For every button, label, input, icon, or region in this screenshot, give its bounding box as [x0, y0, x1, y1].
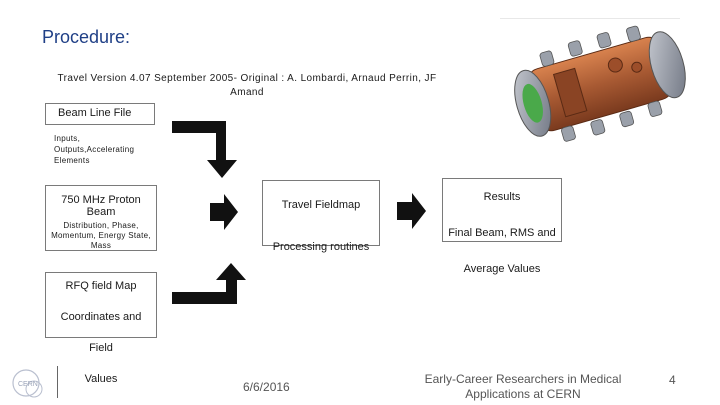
rfq-line: Values	[84, 373, 118, 385]
beam-detail-line: Elements	[54, 156, 90, 165]
proton-title-line: 750 MHz Proton	[61, 194, 141, 206]
cern-logo-text: CERN	[18, 381, 38, 388]
beam-line-file-label: Beam Line File	[58, 107, 132, 119]
fieldmap-line: Processing routines	[272, 241, 370, 253]
rfq-line: Field	[89, 342, 113, 354]
proton-detail-line: Mass	[90, 241, 112, 250]
cern-logo: CERN	[12, 369, 43, 398]
beam-detail-line: Outputs,Accelerating	[54, 145, 135, 154]
beam-line-details: Inputs, Outputs,Accelerating Elements	[54, 133, 174, 166]
proton-title-line: Beam	[86, 206, 116, 218]
results-box: Results Final Beam, RMS and Average Valu…	[442, 178, 562, 275]
footer-event-line: Early-Career Researchers in Medical	[424, 372, 622, 386]
footer-date: 6/6/2016	[243, 380, 290, 394]
rfq-line: Coordinates and	[60, 311, 142, 323]
fieldmap-label: Travel Fieldmap Processing routines	[263, 199, 379, 253]
footer-event-line: Applications at CERN	[465, 387, 581, 401]
proton-beam-title: 750 MHz Proton Beam	[46, 194, 156, 218]
proton-beam-details: Distribution, Phase, Momentum, Energy St…	[46, 221, 156, 251]
accelerator-structure-image	[514, 25, 686, 142]
slide-title: Procedure:	[42, 27, 131, 47]
bent-arrow-down-icon	[172, 121, 237, 178]
arrow-right-icon	[397, 193, 426, 229]
results-line: Average Values	[463, 263, 541, 275]
fieldmap-processing-box: Travel Fieldmap Processing routines	[262, 180, 380, 253]
rfq-field-map-box: RFQ field Map Coordinates and Field Valu…	[45, 272, 157, 385]
results-line: Results	[483, 191, 521, 203]
bent-arrow-up-icon	[172, 263, 246, 304]
proton-detail-line: Distribution, Phase,	[63, 221, 139, 230]
beam-detail-line: Inputs,	[54, 134, 81, 143]
footer-divider	[57, 366, 58, 398]
results-label: Results Final Beam, RMS and Average Valu…	[443, 191, 561, 275]
rfq-label: RFQ field Map Coordinates and Field Valu…	[46, 280, 156, 385]
slide-subtitle: Travel Version 4.07 September 2005- Orig…	[57, 73, 437, 98]
results-line: Final Beam, RMS and	[448, 227, 556, 239]
beam-line-file-box: Beam Line File	[45, 103, 155, 125]
rfq-line: RFQ field Map	[65, 280, 137, 292]
fieldmap-line: Travel Fieldmap	[281, 199, 361, 211]
arrow-right-icon	[210, 194, 238, 230]
top-divider-line	[500, 18, 680, 19]
footer-event: Early-Career Researchers in Medical Appl…	[418, 372, 628, 402]
proton-detail-line: Momentum, Energy State,	[51, 231, 151, 240]
page-number: 4	[669, 373, 676, 387]
proton-beam-box: 750 MHz Proton Beam Distribution, Phase,…	[45, 185, 157, 251]
